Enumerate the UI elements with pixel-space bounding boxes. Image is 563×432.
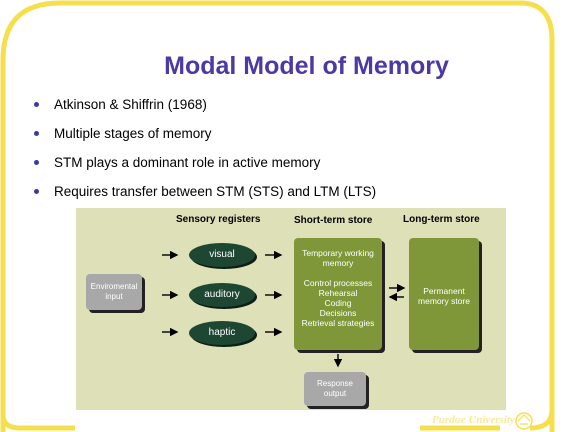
slide-title: Modal Model of Memory — [164, 52, 449, 80]
sts-line: Rehearsal — [318, 288, 358, 298]
response-output-box: Response output — [304, 372, 366, 406]
purdue-seal-icon — [515, 412, 533, 430]
output-label-line2: output — [323, 389, 347, 398]
bullet-icon — [34, 102, 39, 107]
university-footer: Purdue University — [432, 414, 515, 426]
bullet-icon — [34, 131, 39, 136]
header-long-term-store: Long-term store — [403, 214, 480, 225]
bullet-item: STM plays a dominant role in active memo… — [34, 154, 376, 183]
sensory-auditory: auditory — [189, 283, 255, 307]
sts-line: Coding — [324, 298, 352, 308]
input-label-line1: Enviromental — [90, 282, 138, 291]
output-label-line1: Response — [316, 379, 354, 388]
bullet-list: Atkinson & Shiffrin (1968) Multiple stag… — [34, 96, 376, 212]
bullet-text: Atkinson & Shiffrin (1968) — [54, 97, 207, 112]
input-label-line2: input — [105, 292, 123, 301]
bullet-icon — [34, 189, 39, 194]
environmental-input-box: Enviromental input — [86, 274, 142, 310]
lts-label-line2: memory store — [418, 296, 470, 306]
bullet-item: Atkinson & Shiffrin (1968) — [34, 96, 376, 125]
header-sensory-registers: Sensory registers — [176, 214, 261, 225]
sts-line: Temporary working — [302, 248, 374, 258]
memory-model-diagram: Sensory registers Short-term store Long-… — [76, 208, 506, 410]
short-term-store-box: Temporary working memory Control process… — [294, 238, 382, 350]
bullet-icon — [34, 160, 39, 165]
sensory-visual: visual — [189, 243, 255, 267]
bullet-item: Requires transfer between STM (STS) and … — [34, 183, 376, 212]
sts-line: Decisions — [319, 308, 357, 318]
bullet-text: STM plays a dominant role in active memo… — [54, 155, 321, 170]
bullet-text: Requires transfer between STM (STS) and … — [54, 184, 377, 199]
lts-label-line1: Permanent — [423, 286, 465, 296]
bullet-text: Multiple stages of memory — [54, 126, 212, 141]
sts-line: Retrieval strategies — [301, 318, 375, 328]
header-short-term-store: Short-term store — [294, 215, 373, 226]
bullet-item: Multiple stages of memory — [34, 125, 376, 154]
sts-line: memory — [322, 258, 354, 268]
diagram-arrows — [162, 250, 406, 368]
long-term-store-box: Permanent memory store — [409, 238, 479, 350]
sts-line: Control processes — [303, 278, 373, 288]
sensory-haptic: haptic — [189, 321, 255, 345]
